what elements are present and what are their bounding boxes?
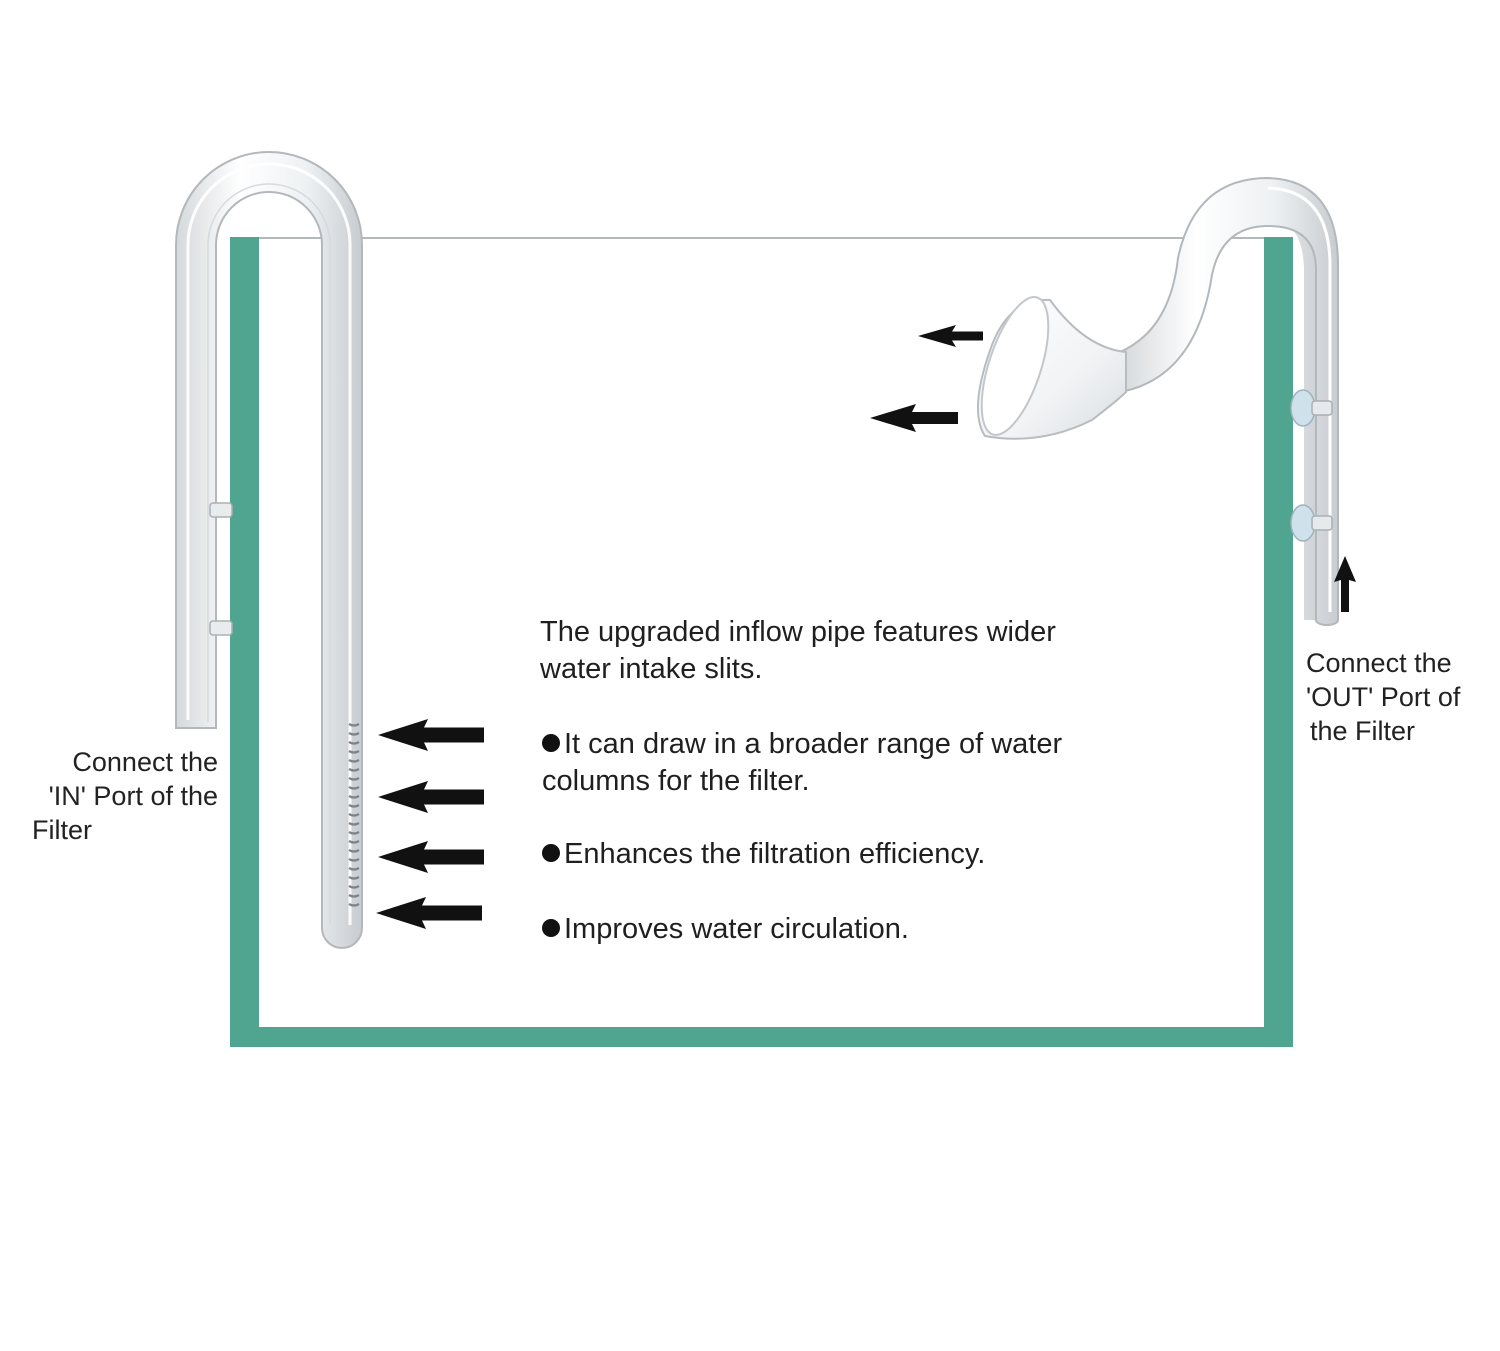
intake-slit [348, 885, 360, 889]
inflow-pipe-highlight [186, 162, 352, 925]
intake-slit [348, 840, 360, 844]
tank-right-wall [1264, 237, 1293, 1047]
flow-arrows [376, 325, 1356, 929]
bullet-text: It can draw in a broader range of water [564, 728, 1063, 760]
intake-slit [348, 732, 360, 736]
bullet-item: Enhances the filtration efficiency. [540, 836, 985, 873]
tank-left-wall [230, 237, 259, 1047]
description-intro: The upgraded inflow pipe features wider … [540, 614, 1160, 688]
intake-slit [348, 858, 360, 862]
description-block: The upgraded inflow pipe features wider … [540, 614, 1160, 945]
left-arrow-icon [376, 897, 482, 929]
bullet-dot-icon [542, 844, 560, 863]
intake-slit [348, 723, 360, 727]
out-port-label-line1: Connect the [1306, 648, 1452, 678]
intro-line2: water intake slits. [540, 653, 763, 685]
suction-cup [1290, 504, 1333, 542]
in-port-label-line3: Filter [32, 815, 92, 845]
out-port-label: Connect the 'OUT' Port of the Filter [1306, 646, 1460, 748]
bullet-text-continued: columns for the filter. [542, 765, 810, 797]
inflow-pipe-inner-line [207, 183, 331, 925]
tank-bottom-wall [230, 1027, 1293, 1047]
outflow-pipe-highlight [1267, 186, 1332, 612]
bullet-item: Improves water circulation. [540, 911, 909, 948]
bullet-text: Enhances the filtration efficiency. [564, 838, 986, 870]
left-arrow-icon [378, 841, 484, 873]
up-arrow-icon [1334, 556, 1356, 612]
out-port-label-line2: 'OUT' Port of [1306, 682, 1461, 712]
bullet-item: It can draw in a broader range of water … [540, 726, 1062, 800]
intake-slit [348, 876, 360, 880]
pipe-clip [209, 502, 233, 518]
left-arrow-icon [378, 781, 484, 813]
intake-slit [348, 894, 360, 898]
intake-slit [348, 777, 360, 781]
intake-slit [348, 741, 360, 745]
bullet-dot-icon [542, 919, 560, 938]
intake-slit [348, 795, 360, 799]
left-arrow-icon [378, 719, 484, 751]
suction-cup [1290, 389, 1333, 427]
intake-slit [348, 759, 360, 763]
intake-slits [348, 723, 360, 907]
intake-slit [348, 822, 360, 826]
intake-slit [348, 804, 360, 808]
intake-slit [348, 903, 360, 907]
bullet-text: Improves water circulation. [564, 913, 909, 945]
lily-opening [980, 296, 1050, 436]
in-port-label: Connect the 'IN' Port of the Filter [26, 745, 218, 847]
intake-slit [348, 813, 360, 817]
out-port-label-line3: the Filter [1310, 716, 1416, 746]
inflow-pipe [175, 151, 363, 949]
intake-slit [348, 849, 360, 853]
left-arrow-icon [870, 404, 958, 432]
outflow-pipe [976, 176, 1339, 626]
in-port-label-line1: Connect the [72, 747, 218, 777]
intake-slit [348, 867, 360, 871]
intro-line1: The upgraded inflow pipe features wider [540, 616, 1056, 648]
outflow-pipe-shape [1119, 176, 1339, 626]
intake-slit [348, 786, 360, 790]
intake-slit [348, 750, 360, 754]
intake-slit [348, 768, 360, 772]
pipe-clip [209, 620, 233, 636]
left-arrow-icon [918, 325, 983, 347]
intake-slit [348, 831, 360, 835]
inflow-pipe-outer [175, 151, 363, 949]
in-port-label-line2: 'IN' Port of the [48, 781, 218, 811]
bullet-dot-icon [542, 734, 560, 753]
aquarium-tank [230, 237, 1293, 1047]
